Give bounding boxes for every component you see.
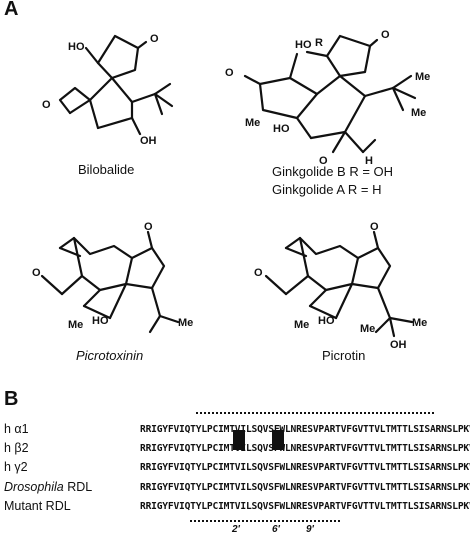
picrotin-structure: O O Me HO Me Me OH <box>254 221 427 351</box>
position-label-9prime: 9' <box>306 524 314 535</box>
sequence-row-h-gamma2: RRIGYFVIQTYLPCIMTVILSQVSFWLNRESVPARTVFGV… <box>140 462 470 474</box>
alignment-bottom-dotted-rule <box>190 520 340 522</box>
sequence-row-h-beta2: RRIGYFVIQTYLPCIMTVILSQVSFWLNRESVPARTVFGV… <box>140 443 470 455</box>
position-label-2prime: 2' <box>232 524 240 535</box>
bilobalide-ho-label: HO <box>68 41 85 53</box>
bilobalide-o-label-2: O <box>42 99 51 111</box>
sequence-label-column: h α1 h β2 h γ2 Drosophila RDL Mutant RDL <box>4 420 92 516</box>
bilobalide-structure: O HO O OH <box>42 33 174 147</box>
sequence-label-h-alpha1: h α1 <box>4 422 29 436</box>
ginkgolide-o-label-2: O <box>225 67 234 79</box>
picrotoxinin-structure: O O Me HO Me <box>32 221 193 334</box>
ginkgolide-ho-label-2: HO <box>273 123 290 135</box>
sequence-alignment-block: RRIGYFVIQTYLPCIMTVILSQVSFWLNRESVPARTVFGV… <box>140 420 470 516</box>
ginkgolide-ho-label: HO <box>295 39 312 51</box>
bilobalide-oh-label: OH <box>140 135 157 147</box>
picrotin-oh-label: OH <box>390 339 407 351</box>
picrotin-o-label-2: O <box>254 267 263 279</box>
picrotoxinin-ho-label: HO <box>92 315 109 327</box>
picrotoxinin-o-label: O <box>144 221 153 233</box>
picrotin-me-label: Me <box>294 319 309 331</box>
alignment-top-dotted-rule <box>196 412 434 414</box>
sequence-label-drosophila-rdl: Drosophila RDL <box>4 478 92 497</box>
position-label-6prime: 6' <box>272 524 280 535</box>
picrotin-me-label-3: Me <box>412 317 427 329</box>
ginkgolide-caption-a: Ginkgolide A R = H <box>272 182 382 197</box>
alignment-highlight-6prime <box>272 430 284 450</box>
ginkgolide-caption-b: Ginkgolide B R = OH <box>272 164 394 179</box>
picrotoxinin-caption: Picrotoxinin <box>76 348 144 363</box>
ginkgolide-o-label: O <box>381 29 390 41</box>
sequence-label-h-gamma2: h γ2 <box>4 460 28 475</box>
picrotoxinin-me-label-2: Me <box>178 317 193 329</box>
picrotin-me-label-2: Me <box>360 323 375 335</box>
ginkgolide-r-label: R <box>315 37 323 49</box>
ginkgolide-me-label-3: Me <box>411 107 426 119</box>
sequence-label-rdl: RDL <box>63 479 93 494</box>
picrotoxinin-me-label: Me <box>68 319 83 331</box>
bilobalide-caption: Bilobalide <box>78 162 135 177</box>
panel-letter-b: B <box>4 388 19 410</box>
picrotin-o-label: O <box>370 221 379 233</box>
sequence-label-drosophila: Drosophila <box>4 479 64 494</box>
ginkgolide-h-label: H <box>365 155 373 167</box>
sequence-label-mutant-rdl: Mutant RDL <box>4 498 71 513</box>
sequence-row-drosophila-rdl: RRIGYFVIQTYLPCIMTVILSQVSFWLNRESVPARTVFGV… <box>140 481 470 493</box>
ginkgolide-structure: HO O O Me HO O H R Me Me <box>225 29 430 167</box>
ginkgolide-o-label-3: O <box>319 155 328 167</box>
bilobalide-o-label: O <box>150 33 159 45</box>
sequence-label-h-beta2: h β2 <box>4 441 29 456</box>
ginkgolide-me-label-2: Me <box>415 71 430 83</box>
sequence-row-mutant-rdl: RRIGYFVIQTYLPCIMTVILSQVSFWLNRESVPARTVFGV… <box>140 500 470 512</box>
picrotin-caption: Picrotin <box>322 348 366 363</box>
picrotin-ho-label: HO <box>318 315 335 327</box>
picrotoxinin-o-label-2: O <box>32 267 41 279</box>
sequence-row-h-alpha1: RRIGYFVIQTYLPCIMTVILSQVSFWLNRESVPARTVFGV… <box>140 424 470 435</box>
panel-letter-a: A <box>4 0 19 20</box>
alignment-highlight-2prime <box>233 430 245 450</box>
ginkgolide-me-label: Me <box>245 117 260 129</box>
